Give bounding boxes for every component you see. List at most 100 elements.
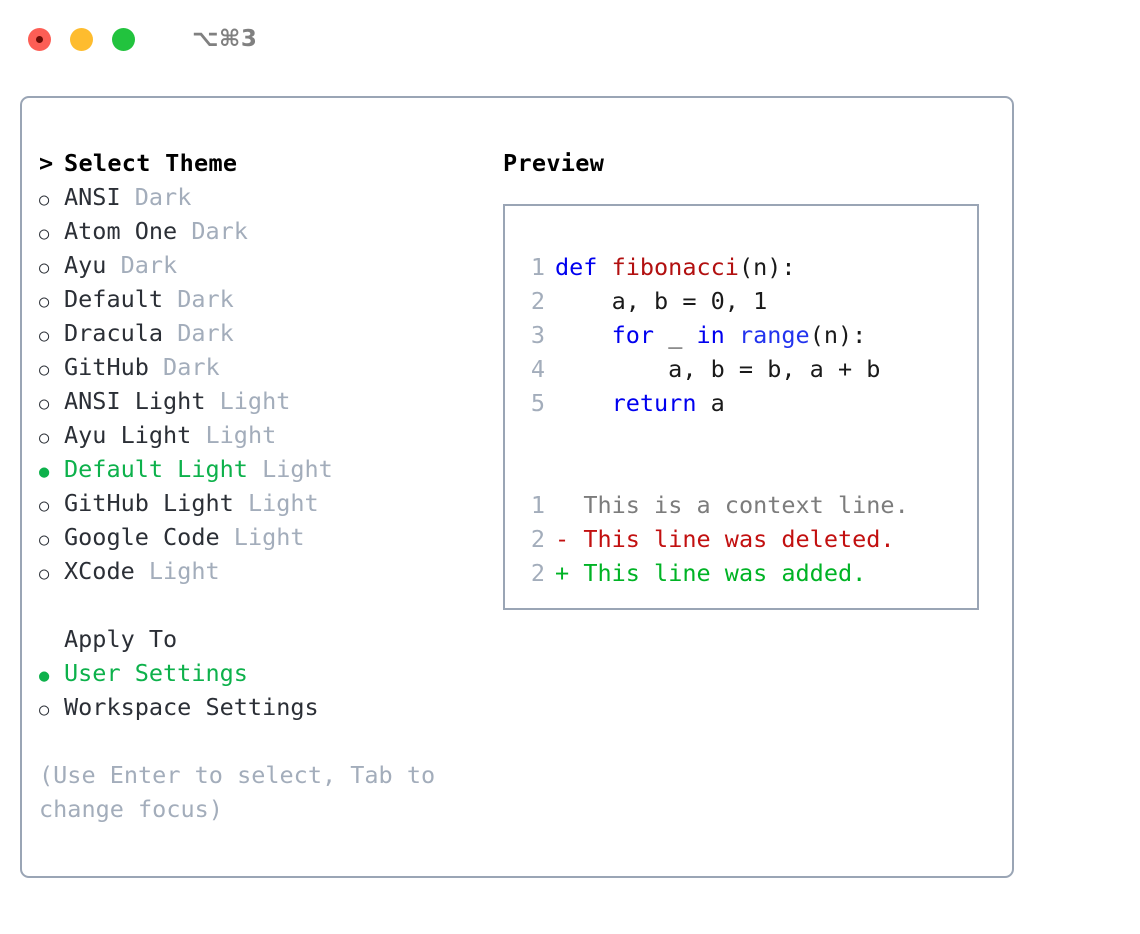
diff-text: This line was deleted. xyxy=(583,525,895,553)
theme-picker-header: > Select Theme xyxy=(39,146,479,180)
theme-item-label: Atom One xyxy=(64,217,178,245)
apply-to-item-label: User Settings xyxy=(64,659,248,687)
prompt-caret-icon: > xyxy=(39,149,54,177)
theme-item-default-dark[interactable]: Default Dark xyxy=(39,282,479,316)
theme-item-github-light[interactable]: GitHub Light Light xyxy=(39,486,479,520)
theme-item-ayu-dark[interactable]: Ayu Dark xyxy=(39,248,479,282)
radio-unselected-icon[interactable] xyxy=(39,418,64,455)
radio-unselected-icon[interactable] xyxy=(39,384,64,421)
radio-unselected-icon[interactable] xyxy=(39,520,64,557)
theme-item-tag: Dark xyxy=(177,285,234,313)
radio-selected-icon[interactable] xyxy=(39,452,64,489)
code-token-keyword: def xyxy=(555,253,612,281)
diff-line-context: 1 This is a context line. xyxy=(517,488,977,522)
code-line: 2 a, b = 0, 1 xyxy=(517,284,977,318)
theme-item-xcode[interactable]: XCode Light xyxy=(39,554,479,588)
apply-to-item-workspace-settings[interactable]: Workspace Settings xyxy=(39,690,479,724)
list-spacer xyxy=(39,588,479,622)
theme-item-github-dark[interactable]: GitHub Dark xyxy=(39,350,479,384)
hint-spacer xyxy=(39,724,479,758)
theme-item-label: ANSI xyxy=(64,183,121,211)
theme-picker-column: > Select Theme ANSI Dark Atom One Dark Ay… xyxy=(39,146,479,826)
theme-item-tag: Dark xyxy=(177,319,234,347)
theme-item-tag: Dark xyxy=(120,251,178,279)
theme-item-tag: Light xyxy=(247,489,319,517)
minimize-button[interactable] xyxy=(70,27,93,51)
code-token-plain: a xyxy=(696,389,725,417)
diff-text: This is a context line. xyxy=(583,491,909,519)
theme-item-label: GitHub Light xyxy=(64,489,234,517)
diff-sign: + xyxy=(555,559,570,587)
apply-to-title: Apply To xyxy=(64,625,178,653)
keyboard-shortcut-label: ⌥⌘3 xyxy=(192,26,258,52)
theme-item-label: XCode xyxy=(64,557,135,585)
line-number: 2 xyxy=(530,287,545,315)
line-number: 2 xyxy=(530,525,545,553)
code-line: 3 for _ in range(n): xyxy=(517,318,977,352)
apply-to-list: User Settings Workspace Settings xyxy=(39,656,479,724)
apply-to-item-user-settings[interactable]: User Settings xyxy=(39,656,479,690)
radio-selected-icon[interactable] xyxy=(39,656,64,693)
theme-item-tag: Light xyxy=(262,455,333,483)
theme-picker-title: Select Theme xyxy=(64,149,238,177)
theme-item-tag: Dark xyxy=(191,217,248,245)
code-token-plain: _ xyxy=(654,321,697,349)
line-number: 3 xyxy=(530,321,545,349)
code-diff-spacer-2 xyxy=(517,454,977,488)
code-token-plain: a, b = b, a + b xyxy=(555,355,881,383)
line-number: 1 xyxy=(530,253,545,281)
close-button[interactable] xyxy=(28,27,51,51)
line-number: 1 xyxy=(530,491,545,519)
diff-sign xyxy=(555,491,569,519)
radio-unselected-icon[interactable] xyxy=(39,248,64,285)
code-token-plain xyxy=(555,321,612,349)
radio-unselected-icon[interactable] xyxy=(39,690,64,727)
code-line: 1 def fibonacci(n): xyxy=(517,250,977,284)
theme-item-google-code[interactable]: Google Code Light xyxy=(39,520,479,554)
maximize-button[interactable] xyxy=(112,27,135,51)
diff-sample: 1 This is a context line. 2- This line w… xyxy=(517,488,977,590)
diff-line-deleted: 2- This line was deleted. xyxy=(517,522,977,556)
code-line: 5 return a xyxy=(517,386,977,420)
theme-item-dracula-dark[interactable]: Dracula Dark xyxy=(39,316,479,350)
apply-to-title-row: Apply To xyxy=(39,622,479,656)
theme-item-tag: Light xyxy=(205,421,277,449)
code-token-plain: (n): xyxy=(809,321,867,349)
theme-item-tag: Dark xyxy=(134,183,192,211)
radio-unselected-icon[interactable] xyxy=(39,350,64,387)
theme-item-ansi-light[interactable]: ANSI Light Light xyxy=(39,384,479,418)
preview-title: Preview xyxy=(503,149,605,177)
theme-item-tag: Light xyxy=(233,523,305,551)
code-line: 4 a, b = b, a + b xyxy=(517,352,977,386)
code-token-plain: a, b = 0, 1 xyxy=(555,287,768,315)
traffic-lights xyxy=(28,27,135,51)
radio-unselected-icon[interactable] xyxy=(39,486,64,523)
theme-item-default-light[interactable]: Default Light Light xyxy=(39,452,479,486)
code-token-keyword: for xyxy=(611,321,655,349)
radio-unselected-icon[interactable] xyxy=(39,282,64,319)
theme-item-atom-one-dark[interactable]: Atom One Dark xyxy=(39,214,479,248)
radio-unselected-icon[interactable] xyxy=(39,180,64,217)
keyboard-hint-text: (Use Enter to select, Tab to change focu… xyxy=(39,761,436,823)
diff-sign: - xyxy=(555,525,570,553)
code-token-plain xyxy=(555,389,612,417)
code-token-plain: (n): xyxy=(738,253,796,281)
theme-item-ansi-dark[interactable]: ANSI Dark xyxy=(39,180,479,214)
code-token-keyword: return xyxy=(611,389,697,417)
radio-unselected-icon[interactable] xyxy=(39,316,64,353)
theme-item-ayu-light[interactable]: Ayu Light Light xyxy=(39,418,479,452)
apply-to-item-label: Workspace Settings xyxy=(64,693,319,721)
line-number: 5 xyxy=(530,389,545,417)
code-token-plain xyxy=(725,321,739,349)
theme-item-label: Default Light xyxy=(64,455,248,483)
radio-unselected-icon[interactable] xyxy=(39,554,64,591)
dialog-panel: > Select Theme ANSI Dark Atom One Dark Ay… xyxy=(20,96,1014,878)
theme-item-label: Ayu xyxy=(64,251,107,279)
code-token-function: fibonacci xyxy=(611,253,739,281)
line-number: 2 xyxy=(530,559,545,587)
radio-unselected-icon[interactable] xyxy=(39,214,64,251)
